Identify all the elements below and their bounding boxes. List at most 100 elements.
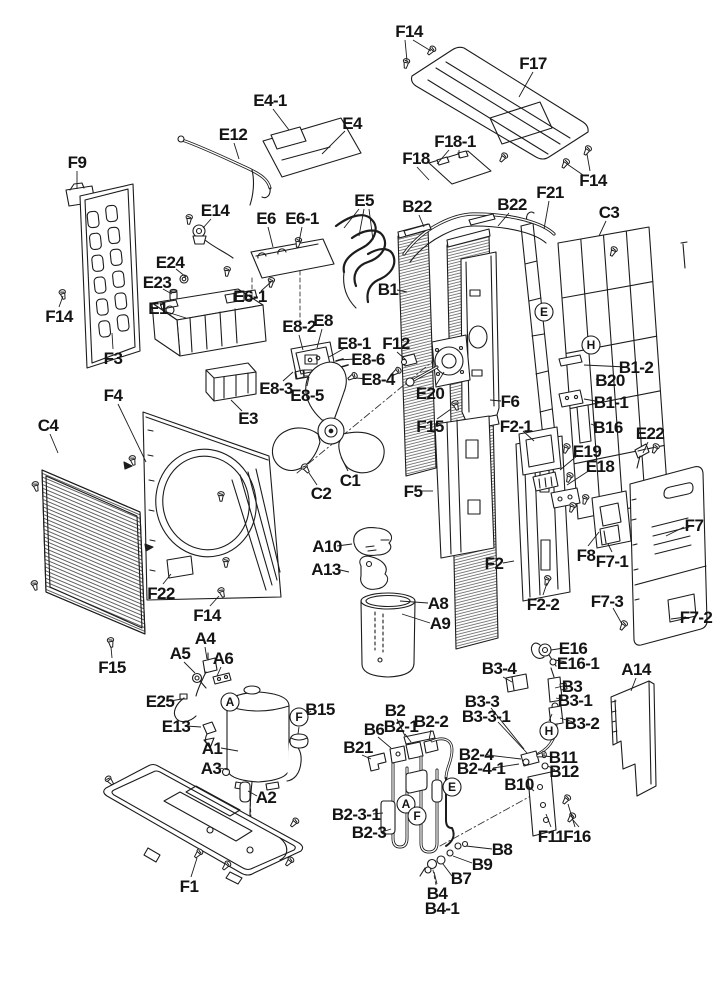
part-label-e6-1: E6-1 (233, 287, 267, 306)
part-label-a1: A1 (202, 739, 223, 758)
leader-line (368, 208, 374, 241)
part-f22-plate (166, 555, 194, 579)
part-e4-cover (262, 117, 362, 178)
leader-line (555, 697, 565, 701)
part-label-f14: F14 (579, 171, 608, 190)
leader-line (527, 785, 535, 792)
leader-line (670, 616, 687, 620)
leader-line (502, 560, 515, 564)
leader-line (489, 399, 502, 402)
part-label-b1-1: B1-1 (594, 393, 629, 412)
part-f21-wire-rack (520, 211, 557, 448)
part-label-a13: A13 (311, 560, 341, 579)
leader-line (336, 543, 353, 547)
circle-marker-f (289, 707, 309, 727)
part-label-e6-1: E6-1 (285, 209, 319, 228)
part-label-f14: F14 (395, 22, 424, 41)
leader-line (486, 754, 522, 760)
leader-line (465, 845, 493, 850)
part-label-e18: E18 (586, 457, 615, 476)
part-label-e3: E3 (238, 409, 258, 428)
leader-line (452, 855, 473, 864)
part-label-f11: F11 (538, 827, 565, 846)
leader-line (358, 208, 365, 237)
part-label-a9: A9 (430, 614, 451, 633)
leader-line (162, 288, 173, 295)
part-label-f17: F17 (519, 54, 547, 73)
leader-line (428, 729, 432, 741)
circle-marker-label-e: E (448, 780, 456, 794)
part-f5-panel (434, 415, 495, 559)
part-e22-anchor (634, 443, 650, 469)
circle-marker-label-f: F (413, 809, 420, 823)
part-label-b9: B9 (472, 855, 493, 874)
part-e24-grommet (179, 274, 189, 284)
leader-line (595, 378, 602, 381)
leader-line (175, 268, 187, 278)
part-label-f18-1: F18-1 (434, 132, 476, 151)
part-a9-inner-blanket (374, 611, 384, 653)
part-label-a6: A6 (213, 649, 234, 668)
leader-line (543, 200, 550, 230)
part-b2-1-bar (403, 730, 436, 745)
part-label-e6: E6 (256, 209, 276, 228)
part-label-b2-4: B2-4 (459, 745, 495, 764)
leader-line (372, 812, 384, 815)
part-b7-fitting (436, 855, 446, 865)
part-label-e16: E16 (559, 639, 588, 658)
part-f3-side-panel (79, 183, 141, 369)
part-b6-block (389, 745, 407, 764)
part-a8-sound-blanket (360, 592, 416, 678)
circle-marker-label-h: H (587, 338, 596, 352)
part-label-f21: F21 (536, 183, 564, 202)
leader-line (401, 613, 431, 624)
part-label-b3: B3 (562, 677, 583, 696)
part-b3-2-sleeve (548, 705, 564, 726)
part-label-e8-2: E8-2 (282, 317, 316, 336)
leader-line (260, 281, 272, 292)
part-label-c1: C1 (340, 471, 361, 490)
part-f12-valve (400, 353, 418, 367)
leader-line (550, 647, 565, 651)
leader-line (340, 456, 349, 472)
leader-line (607, 543, 613, 553)
part-label-e19: E19 (573, 442, 602, 461)
leader-line (190, 857, 198, 878)
leader-line (335, 568, 350, 573)
leader-line (566, 469, 591, 486)
part-label-f4: F4 (104, 386, 124, 405)
part-label-f5: F5 (404, 482, 423, 501)
part-e8-3-tab (294, 369, 305, 380)
leader-line (566, 163, 584, 176)
leader-line (522, 430, 535, 442)
leader-line (436, 149, 450, 165)
part-label-b16: B16 (593, 418, 623, 437)
part-label-b3-4: B3-4 (482, 659, 518, 678)
part-label-b22: B22 (402, 197, 432, 216)
circle-marker-e (442, 777, 462, 797)
leader-line (230, 399, 243, 412)
part-label-c2: C2 (311, 484, 332, 503)
leader-line (316, 328, 323, 349)
leader-line (110, 646, 113, 659)
part-label-b12: B12 (549, 762, 579, 781)
part-label-b2-2: B2-2 (414, 712, 449, 731)
circle-marker-label-f: F (295, 710, 302, 724)
part-label-f12: F12 (382, 334, 410, 353)
part-b1-2-plate (558, 354, 592, 444)
part-label-e8-6: E8-6 (351, 350, 385, 369)
part-label-b1: B1 (378, 280, 399, 299)
part-label-e20: E20 (416, 384, 445, 403)
part-label-f7-3: F7-3 (591, 592, 624, 611)
leader-line (328, 347, 346, 358)
leader-line (396, 351, 407, 361)
leader-line (442, 863, 453, 877)
part-label-e5: E5 (354, 191, 374, 210)
leader-line (49, 433, 59, 454)
part-f18-1-tab (436, 156, 450, 166)
part-label-b2-3-1: B2-3-1 (332, 805, 381, 824)
leader-line (343, 208, 360, 229)
part-b8-nut (454, 842, 462, 850)
part-label-e4: E4 (342, 114, 363, 133)
